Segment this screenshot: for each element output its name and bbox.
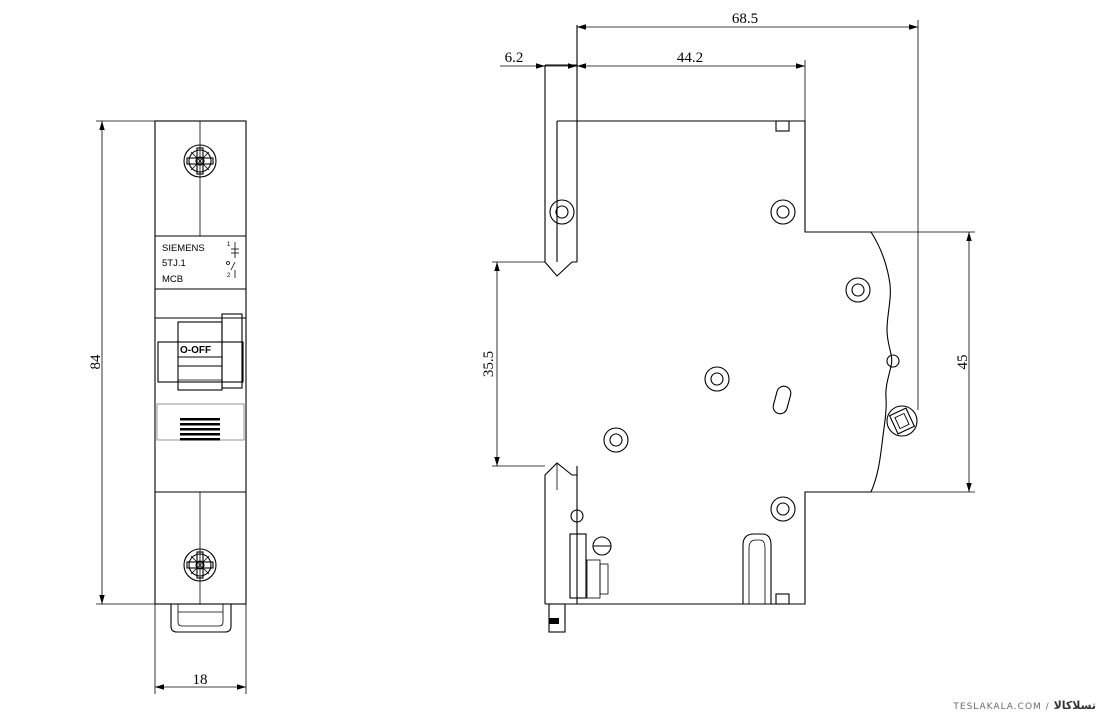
switch-state-label: O-OFF: [180, 345, 211, 356]
watermark-site: TESLAKALA.COM: [953, 702, 1042, 712]
watermark-separator: /: [1045, 702, 1050, 712]
front-view: SIEMENS 5TJ.1 MCB 1 2 O-OFF: [88, 120, 247, 694]
top-terminal-screw-icon: [183, 144, 217, 178]
side-body-outline: [545, 120, 893, 605]
svg-text:1: 1: [227, 242, 231, 248]
svg-text:2: 2: [227, 273, 231, 279]
side-slot: [772, 385, 792, 415]
dimension-total-depth: 68.5: [577, 11, 919, 410]
dimension-width: 18: [154, 604, 247, 694]
dim-step-depth-value: 44.2: [677, 50, 703, 66]
watermark: TESLAKALA.COM / تسلاکالا: [953, 699, 1096, 712]
switch-handle: O-OFF: [157, 313, 244, 391]
side-handle-pivot: [886, 354, 918, 437]
brand-label: SIEMENS: [162, 243, 205, 254]
dim-rail-offset-value: 6.2: [505, 50, 524, 66]
dim-width-value: 18: [193, 672, 208, 688]
bottom-terminal-screw-icon: [183, 548, 217, 582]
model-label: 5TJ.1: [162, 258, 186, 269]
dim-height-value: 84: [88, 354, 104, 370]
din-clip: [170, 604, 232, 633]
dim-rail-height-value: 35.5: [481, 351, 497, 377]
front-body-outline: [154, 120, 247, 605]
dim-total-depth-value: 68.5: [732, 11, 758, 27]
type-label: MCB: [162, 274, 183, 285]
dimension-height: 84: [88, 120, 155, 605]
dimension-front-height: 45: [871, 231, 975, 493]
dimension-rail-offset: 6.2: [500, 50, 577, 69]
watermark-brand: تسلاکالا: [1053, 699, 1096, 712]
side-small-hole-icon: [570, 509, 584, 523]
dimension-rail-height: 35.5: [481, 261, 545, 467]
circuit-symbol-icon: 1 2: [226, 242, 239, 279]
side-view: 68.5 6.2 44.2 35.5 45: [481, 11, 975, 633]
side-rivets: [549, 199, 871, 522]
grip-ribs: [180, 418, 220, 441]
dimension-step-depth: 44.2: [577, 50, 806, 121]
dim-front-height-value: 45: [955, 355, 971, 370]
